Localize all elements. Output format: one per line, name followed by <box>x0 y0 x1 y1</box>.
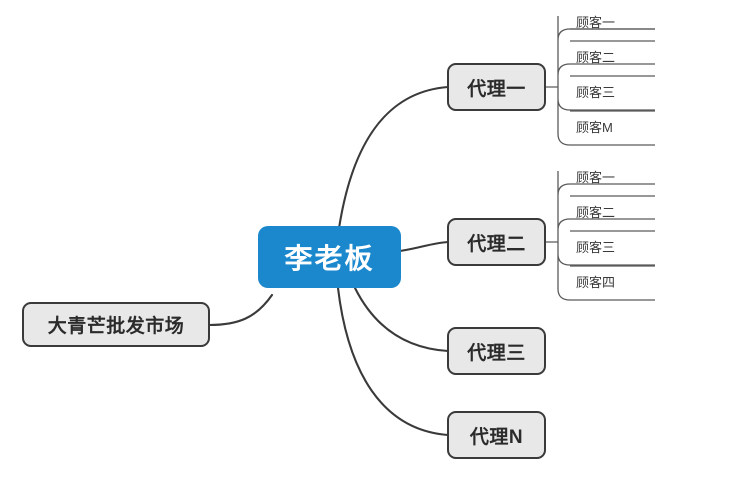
node-source-market[interactable]: 大青芒批发市场 <box>22 302 210 347</box>
node-agent-3[interactable]: 代理三 <box>447 327 546 375</box>
leaf-customer[interactable]: 顾客一 <box>576 171 615 184</box>
leaf-label: 顾客四 <box>576 275 616 290</box>
node-agent-2-label: 代理二 <box>467 233 526 255</box>
node-root-boss[interactable]: 李老板 <box>258 226 401 288</box>
node-root-label: 李老板 <box>284 243 375 274</box>
leaf-customer[interactable]: 顾客二 <box>576 51 615 64</box>
leaf-label: 顾客二 <box>576 205 616 220</box>
leaf-customer[interactable]: 顾客三 <box>576 86 615 99</box>
leaf-label: 顾客一 <box>576 15 616 30</box>
leaf-customer[interactable]: 顾客三 <box>576 241 615 254</box>
edge-root-to-agent-2 <box>398 240 450 253</box>
leaf-label: 顾客三 <box>576 240 616 255</box>
leaf-label: 顾客三 <box>576 85 616 100</box>
edge-root-to-agent-4 <box>336 286 450 437</box>
node-agent-3-label: 代理三 <box>467 342 526 364</box>
leaf-customer[interactable]: 顾客M <box>576 121 613 134</box>
leaf-label: 顾客二 <box>576 50 616 65</box>
leaf-label: 顾客一 <box>576 170 616 185</box>
edge-source-to-root <box>207 293 274 327</box>
leaf-customer[interactable]: 顾客一 <box>576 16 615 29</box>
node-source-label: 大青芒批发市场 <box>47 316 185 337</box>
node-agent-2[interactable]: 代理二 <box>447 218 546 266</box>
node-agent-4-label: 代理N <box>469 426 524 448</box>
node-agent-4[interactable]: 代理N <box>447 411 546 459</box>
node-agent-1-label: 代理一 <box>467 78 526 100</box>
node-agent-1[interactable]: 代理一 <box>447 63 546 111</box>
leaf-customer[interactable]: 顾客四 <box>576 276 615 289</box>
leaf-customer[interactable]: 顾客二 <box>576 206 615 219</box>
leaf-label: 顾客M <box>576 120 613 135</box>
edge-root-to-agent-3 <box>353 286 450 353</box>
edge-root-to-agent-1 <box>336 85 450 237</box>
